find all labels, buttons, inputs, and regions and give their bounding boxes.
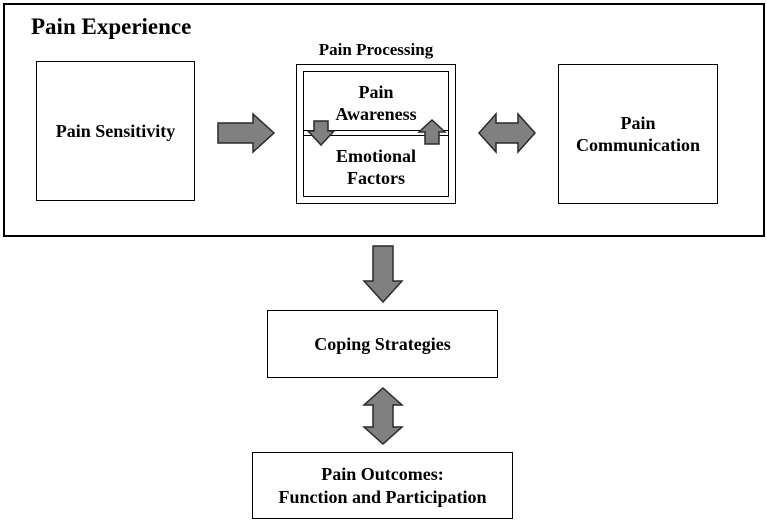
arrow-coping-outcomes: [362, 386, 404, 446]
pain-outcomes-label: Pain Outcomes: Function and Participatio…: [278, 464, 487, 507]
processing-divider-bottom: [303, 135, 449, 136]
pain-sensitivity-node: Pain Sensitivity: [36, 61, 195, 201]
arrow-sensitivity-to-processing: [217, 112, 276, 154]
emotional-factors-label: Emotional Factors: [335, 145, 416, 189]
pain-awareness-node: Pain Awareness: [305, 76, 447, 130]
emotional-factors-node: Emotional Factors: [305, 140, 447, 194]
processing-divider-top: [303, 130, 449, 131]
pain-awareness-label: Pain Awareness: [335, 81, 417, 125]
arrow-processing-communication: [477, 112, 537, 154]
coping-strategies-node: Coping Strategies: [267, 310, 498, 378]
pain-experience-title: Pain Experience: [31, 14, 192, 39]
arrow-experience-to-coping: [362, 245, 404, 304]
coping-strategies-label: Coping Strategies: [314, 333, 451, 354]
pain-outcomes-node: Pain Outcomes: Function and Participatio…: [252, 452, 513, 519]
arrow-emotional-to-awareness: [417, 118, 447, 145]
pain-processing-title: Pain Processing: [318, 40, 434, 59]
arrow-awareness-to-emotional: [306, 120, 336, 147]
pain-sensitivity-label: Pain Sensitivity: [55, 120, 176, 141]
pain-communication-label: Pain Communication: [575, 112, 700, 156]
pain-communication-node: Pain Communication: [558, 64, 718, 204]
